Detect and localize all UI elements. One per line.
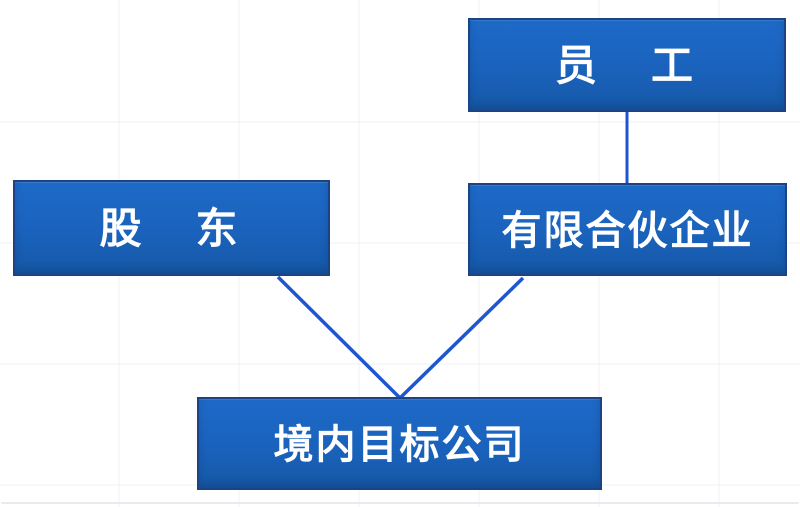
node-employee-label: 员 工 (554, 42, 699, 89)
node-employee: 员 工 (468, 18, 786, 112)
bottom-divider-line (0, 502, 800, 504)
node-limited-partnership: 有限合伙企业 (468, 183, 787, 276)
node-domestic-target-company: 境内目标公司 (197, 397, 602, 490)
node-limited-partnership-label: 有限合伙企业 (501, 208, 754, 253)
edge-shareholder-target (276, 275, 402, 400)
node-domestic-target-company-label: 境内目标公司 (273, 422, 526, 467)
edge-partnership-target (398, 276, 525, 400)
node-shareholder-label: 股 东 (99, 205, 244, 252)
node-shareholder: 股 东 (13, 180, 330, 276)
